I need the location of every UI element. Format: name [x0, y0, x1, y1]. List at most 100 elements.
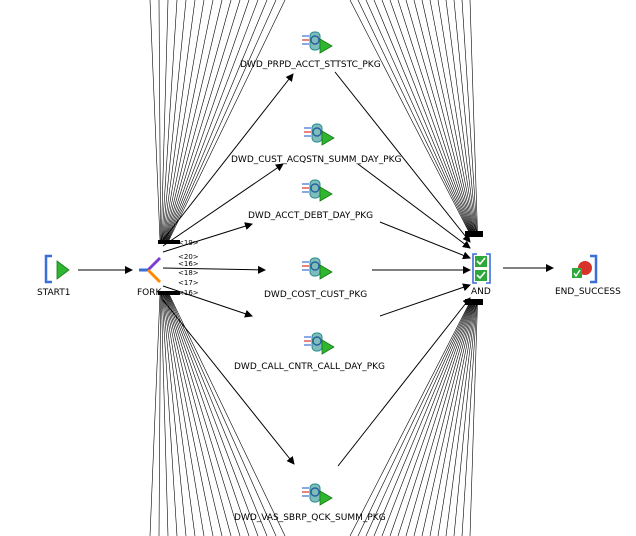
background-edge: [164, 0, 223, 241]
background-edge: [168, 0, 277, 241]
package-icon: [302, 179, 333, 202]
background-connection-lines: [149, 0, 478, 536]
play-icon: [319, 38, 333, 54]
background-edge: [469, 301, 478, 536]
edge-p6-to-and: [337, 297, 471, 467]
background-edge: [421, 301, 475, 536]
fork-branch-tags: <19> <20> <16> <18> <17> <16>: [178, 239, 199, 297]
background-edge: [381, 301, 473, 536]
check-box-icon: [475, 270, 487, 281]
end-success-node-label: END_SUCCESS: [555, 287, 621, 297]
package-node[interactable]: DWD_COST_CUST_PKG: [264, 257, 367, 300]
background-edge: [162, 0, 187, 241]
fork-tag: <18>: [178, 269, 199, 277]
background-edge: [163, 0, 214, 241]
and-bracket-icon: [472, 253, 491, 284]
edge-fork-to-p4: [162, 265, 266, 274]
background-edge: [397, 0, 474, 235]
package-node-label: DWD_CALL_CNTR_CALL_DAY_PKG: [234, 362, 385, 372]
background-edge: [162, 293, 187, 536]
edge-p2-to-and: [357, 163, 471, 249]
package-node[interactable]: DWD_CALL_CNTR_CALL_DAY_PKG: [234, 332, 385, 372]
package-node-label: DWD_PRPD_ACCT_STTSTC_PKG: [240, 60, 381, 70]
edge-fork-to-p1: [162, 73, 294, 241]
background-edge: [167, 0, 268, 241]
edge-p5-to-and: [379, 283, 471, 317]
fork-tag: <19>: [178, 239, 199, 247]
background-edge: [429, 301, 476, 536]
background-edge: [349, 301, 471, 536]
background-edge: [365, 0, 472, 235]
package-node-label: DWD_CUST_ACQSTN_SUMM_DAY_PKG: [231, 155, 402, 165]
fork-node[interactable]: FORK: [137, 240, 180, 298]
and-port-bottom: [465, 299, 483, 305]
background-edge: [349, 0, 471, 235]
background-edge: [445, 0, 477, 235]
background-edge: [365, 301, 472, 536]
background-edge: [413, 0, 475, 235]
background-edge: [163, 0, 205, 241]
background-edge: [165, 293, 232, 536]
background-edge: [405, 0, 474, 235]
background-edge: [158, 0, 161, 241]
background-edge: [461, 301, 478, 536]
fork-icon: [139, 256, 162, 284]
success-check-icon: [572, 268, 582, 278]
background-edge: [168, 293, 286, 536]
fork-tag: <17>: [178, 279, 199, 287]
background-edge: [163, 293, 205, 536]
background-edge: [166, 0, 250, 241]
background-edge: [160, 293, 169, 536]
background-edge: [389, 301, 473, 536]
background-edge: [421, 0, 475, 235]
background-edge: [168, 293, 277, 536]
edge-fork-to-p6: [162, 299, 295, 465]
background-edge: [168, 0, 286, 241]
background-edge: [149, 293, 161, 536]
package-icon: [304, 332, 335, 355]
end-success-node[interactable]: END_SUCCESS: [555, 254, 621, 297]
edge-fork-to-p3: [162, 222, 253, 253]
background-edge: [437, 301, 476, 536]
background-edge: [161, 0, 178, 241]
play-icon: [319, 264, 333, 280]
background-edge: [405, 301, 474, 536]
end-bracket-icon: [590, 254, 598, 284]
edge-p1-to-and: [334, 71, 471, 243]
and-port-top: [465, 231, 483, 237]
background-edge: [357, 301, 471, 536]
background-edge: [161, 293, 178, 536]
background-edge: [160, 0, 169, 241]
package-icon: [302, 257, 333, 280]
package-node-label: DWD_VAS_SBRP_QCK_SUMM_PKG: [234, 513, 386, 523]
package-node[interactable]: DWD_VAS_SBRP_QCK_SUMM_PKG: [234, 483, 386, 523]
check-box-icon: [475, 256, 487, 267]
start-node[interactable]: START1: [37, 254, 71, 298]
play-icon: [321, 130, 335, 146]
package-icon: [302, 483, 333, 506]
package-node[interactable]: DWD_ACCT_DEBT_DAY_PKG: [248, 179, 373, 221]
edge-p3-to-and: [379, 221, 471, 260]
workflow-edges: [78, 71, 554, 467]
start-bracket-icon: [44, 254, 52, 284]
background-edge: [165, 0, 241, 241]
background-edge: [166, 293, 259, 536]
and-node[interactable]: AND: [465, 231, 491, 305]
fork-port-top: [158, 240, 180, 244]
package-node-label: DWD_ACCT_DEBT_DAY_PKG: [248, 211, 373, 221]
background-edge: [158, 293, 161, 536]
background-edge: [166, 0, 259, 241]
background-edge: [453, 301, 477, 536]
background-edge: [166, 293, 250, 536]
background-edge: [381, 0, 473, 235]
package-node[interactable]: DWD_CUST_ACQSTN_SUMM_DAY_PKG: [231, 123, 402, 165]
background-edge: [357, 0, 471, 235]
package-node[interactable]: DWD_PRPD_ACCT_STTSTC_PKG: [240, 31, 381, 70]
background-edge: [445, 301, 477, 536]
background-edge: [165, 293, 241, 536]
play-icon: [319, 490, 333, 506]
background-edge: [163, 293, 214, 536]
background-edge: [373, 301, 472, 536]
